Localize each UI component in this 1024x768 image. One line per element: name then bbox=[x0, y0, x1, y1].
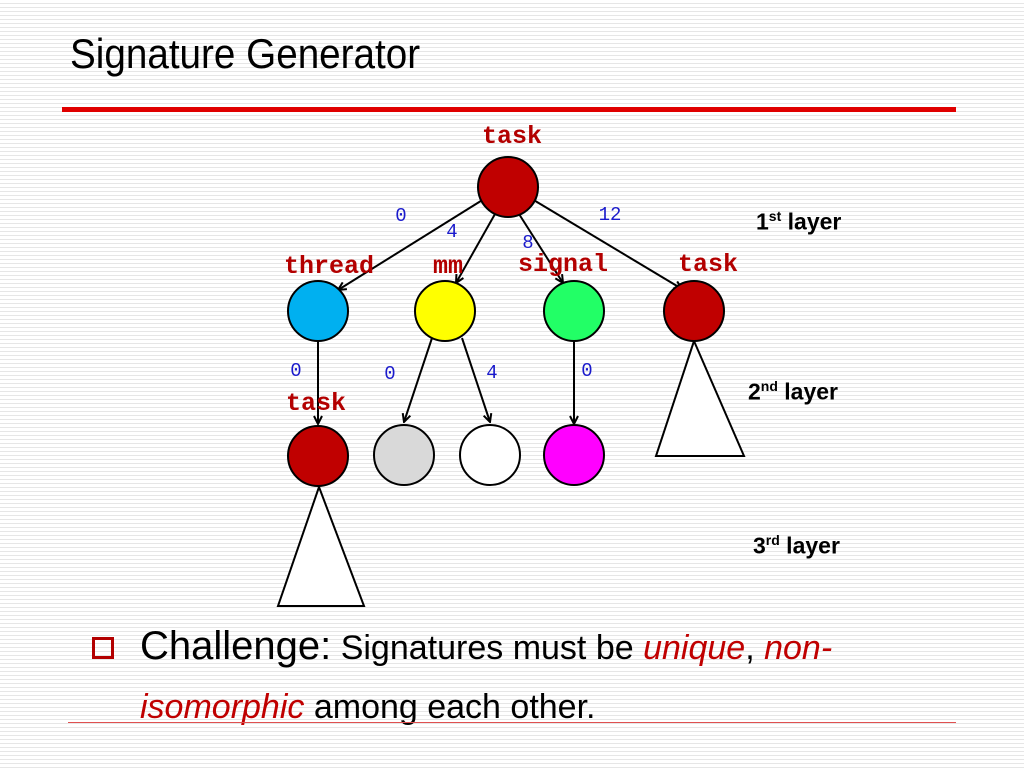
subtree-triangle-layer2 bbox=[654, 338, 746, 457]
title-divider bbox=[62, 107, 956, 112]
edge-root-thread bbox=[338, 198, 485, 290]
edge-label-root-signal: 8 bbox=[522, 232, 533, 254]
bullet-checkbox-icon bbox=[92, 637, 114, 659]
edge-root-task bbox=[531, 198, 682, 289]
node-task-layer2 bbox=[287, 425, 349, 487]
edge-root-mm bbox=[456, 213, 496, 283]
node-mm bbox=[414, 280, 476, 342]
edge-label-signal-child: 0 bbox=[581, 360, 592, 382]
node-magenta bbox=[543, 424, 605, 486]
node-task-layer1 bbox=[663, 280, 725, 342]
footer-divider bbox=[68, 722, 956, 723]
edge-label-thread-task: 0 bbox=[290, 360, 301, 382]
label-root-task: task bbox=[482, 122, 542, 151]
node-thread bbox=[287, 280, 349, 342]
label-task-layer2: task bbox=[286, 389, 346, 418]
edge-label-root-thread: 0 bbox=[395, 205, 406, 227]
edge-label-mm-right: 4 bbox=[486, 362, 497, 384]
edge-root-signal bbox=[518, 213, 563, 283]
challenge-comma: , bbox=[745, 629, 765, 667]
label-task-layer1: task bbox=[678, 250, 738, 279]
subtree-triangle-layer3 bbox=[276, 484, 366, 607]
challenge-unique: unique bbox=[643, 629, 746, 667]
layer-label-first: 1st layer bbox=[756, 208, 842, 235]
challenge-text-1: Signatures must be bbox=[331, 629, 644, 667]
node-signal bbox=[543, 280, 605, 342]
label-mm: mm bbox=[433, 252, 463, 281]
edge-label-root-mm: 4 bbox=[446, 221, 457, 243]
node-white bbox=[459, 424, 521, 486]
edge-label-mm-left: 0 bbox=[384, 363, 395, 385]
challenge-lead: Challenge: bbox=[140, 624, 332, 668]
slide-title: Signature Generator bbox=[70, 30, 421, 77]
node-gray bbox=[373, 424, 435, 486]
label-signal: signal bbox=[518, 250, 608, 279]
node-root-task bbox=[477, 156, 539, 218]
challenge-text-2: among each other. bbox=[304, 688, 596, 726]
edge-mm-right bbox=[461, 337, 490, 422]
edge-label-root-task: 12 bbox=[599, 204, 622, 226]
label-thread: thread bbox=[284, 252, 374, 281]
challenge-bullet: Challenge: Signatures must be unique, no… bbox=[140, 620, 970, 740]
edge-mm-left bbox=[404, 337, 433, 422]
challenge-nonisomorphic: non-isomorphic bbox=[140, 629, 833, 726]
layer-label-third: 3rd layer bbox=[753, 532, 840, 559]
layer-label-second: 2nd layer bbox=[748, 378, 839, 405]
